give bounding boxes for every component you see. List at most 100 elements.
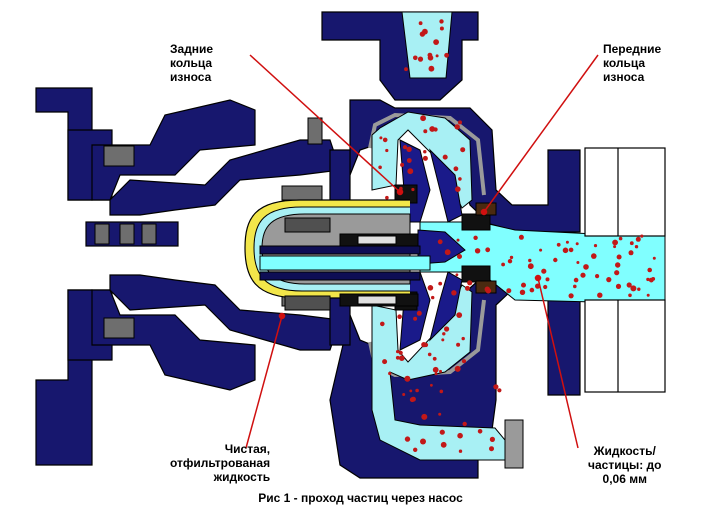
particle — [519, 289, 526, 295]
particle — [453, 166, 459, 172]
particle — [461, 359, 467, 364]
label-rear-wear-rings: Задние кольца износа — [170, 42, 214, 84]
particle — [439, 429, 445, 435]
particle — [396, 350, 400, 354]
particle — [637, 287, 641, 291]
particle — [417, 56, 424, 62]
particle — [457, 254, 462, 259]
particle — [528, 258, 532, 263]
suction-flange — [584, 147, 666, 393]
particle — [545, 277, 550, 282]
particle — [416, 310, 422, 316]
particle — [618, 236, 623, 241]
particle — [556, 242, 561, 247]
particle — [553, 257, 558, 263]
particle — [402, 393, 406, 396]
particle — [568, 293, 574, 299]
particle — [413, 316, 418, 321]
label-front-wear-rings: Передние кольца износа — [603, 42, 662, 84]
particle — [485, 247, 491, 253]
particle — [456, 342, 461, 347]
particle — [573, 284, 577, 289]
particle — [397, 314, 402, 320]
particle — [439, 389, 444, 394]
particle — [427, 285, 434, 291]
particle — [460, 147, 466, 153]
particle — [458, 120, 462, 125]
particle — [404, 67, 408, 72]
particle — [455, 186, 461, 192]
particle — [451, 290, 457, 296]
particle — [485, 287, 492, 294]
particle — [409, 389, 413, 393]
particle — [606, 277, 612, 283]
particle — [568, 247, 574, 253]
particle — [646, 293, 650, 297]
particle — [628, 250, 634, 256]
particle — [489, 436, 495, 442]
particle — [501, 262, 505, 267]
particle — [430, 383, 433, 387]
particle — [400, 162, 405, 167]
particle — [395, 355, 400, 360]
particle — [614, 270, 620, 276]
particle — [423, 129, 428, 134]
particle — [440, 441, 447, 448]
particle — [388, 371, 392, 376]
particle — [635, 236, 641, 242]
rear-frame — [35, 87, 341, 466]
particle — [420, 115, 426, 122]
particle — [382, 137, 388, 143]
particle — [444, 326, 450, 332]
particle — [518, 234, 524, 240]
particle — [573, 277, 579, 283]
particle — [431, 295, 435, 300]
particle — [473, 235, 478, 240]
particle — [439, 19, 444, 24]
particle — [421, 413, 428, 420]
particle — [597, 292, 603, 298]
particle — [575, 242, 579, 246]
particle — [435, 54, 439, 58]
particle — [497, 388, 502, 393]
figure-caption: Рис 1 - проход частиц через насос — [258, 491, 463, 505]
particle — [415, 388, 419, 393]
particle — [380, 321, 385, 327]
particle — [521, 282, 526, 288]
particle — [506, 288, 512, 294]
particle — [615, 283, 622, 289]
particle — [433, 39, 439, 45]
particle — [422, 28, 428, 35]
particle — [413, 55, 418, 61]
particle — [404, 436, 411, 442]
particle — [382, 359, 388, 365]
particle — [462, 421, 467, 427]
particle — [402, 145, 408, 150]
particle — [543, 284, 548, 290]
fluid-regions — [371, 11, 666, 461]
particle — [562, 247, 569, 254]
particle — [456, 238, 460, 242]
shaft — [259, 217, 431, 311]
particle — [539, 248, 543, 252]
particle — [640, 234, 644, 238]
particle — [409, 397, 415, 403]
particle — [418, 21, 423, 26]
particle — [423, 150, 427, 154]
particle — [439, 26, 444, 31]
particle — [458, 449, 463, 453]
particle — [454, 365, 461, 372]
particle — [612, 239, 618, 246]
particle — [399, 355, 405, 362]
label-clean-fluid: Чистая, отфильтрованая жидкость — [170, 442, 271, 484]
particle — [477, 429, 483, 434]
particle — [616, 254, 622, 260]
leader-lines — [245, 54, 599, 449]
particle — [630, 285, 637, 292]
particle — [444, 249, 451, 256]
particle — [628, 293, 632, 298]
particle — [457, 432, 463, 439]
particle — [432, 356, 437, 361]
leader-front-wear-rings — [483, 54, 599, 213]
